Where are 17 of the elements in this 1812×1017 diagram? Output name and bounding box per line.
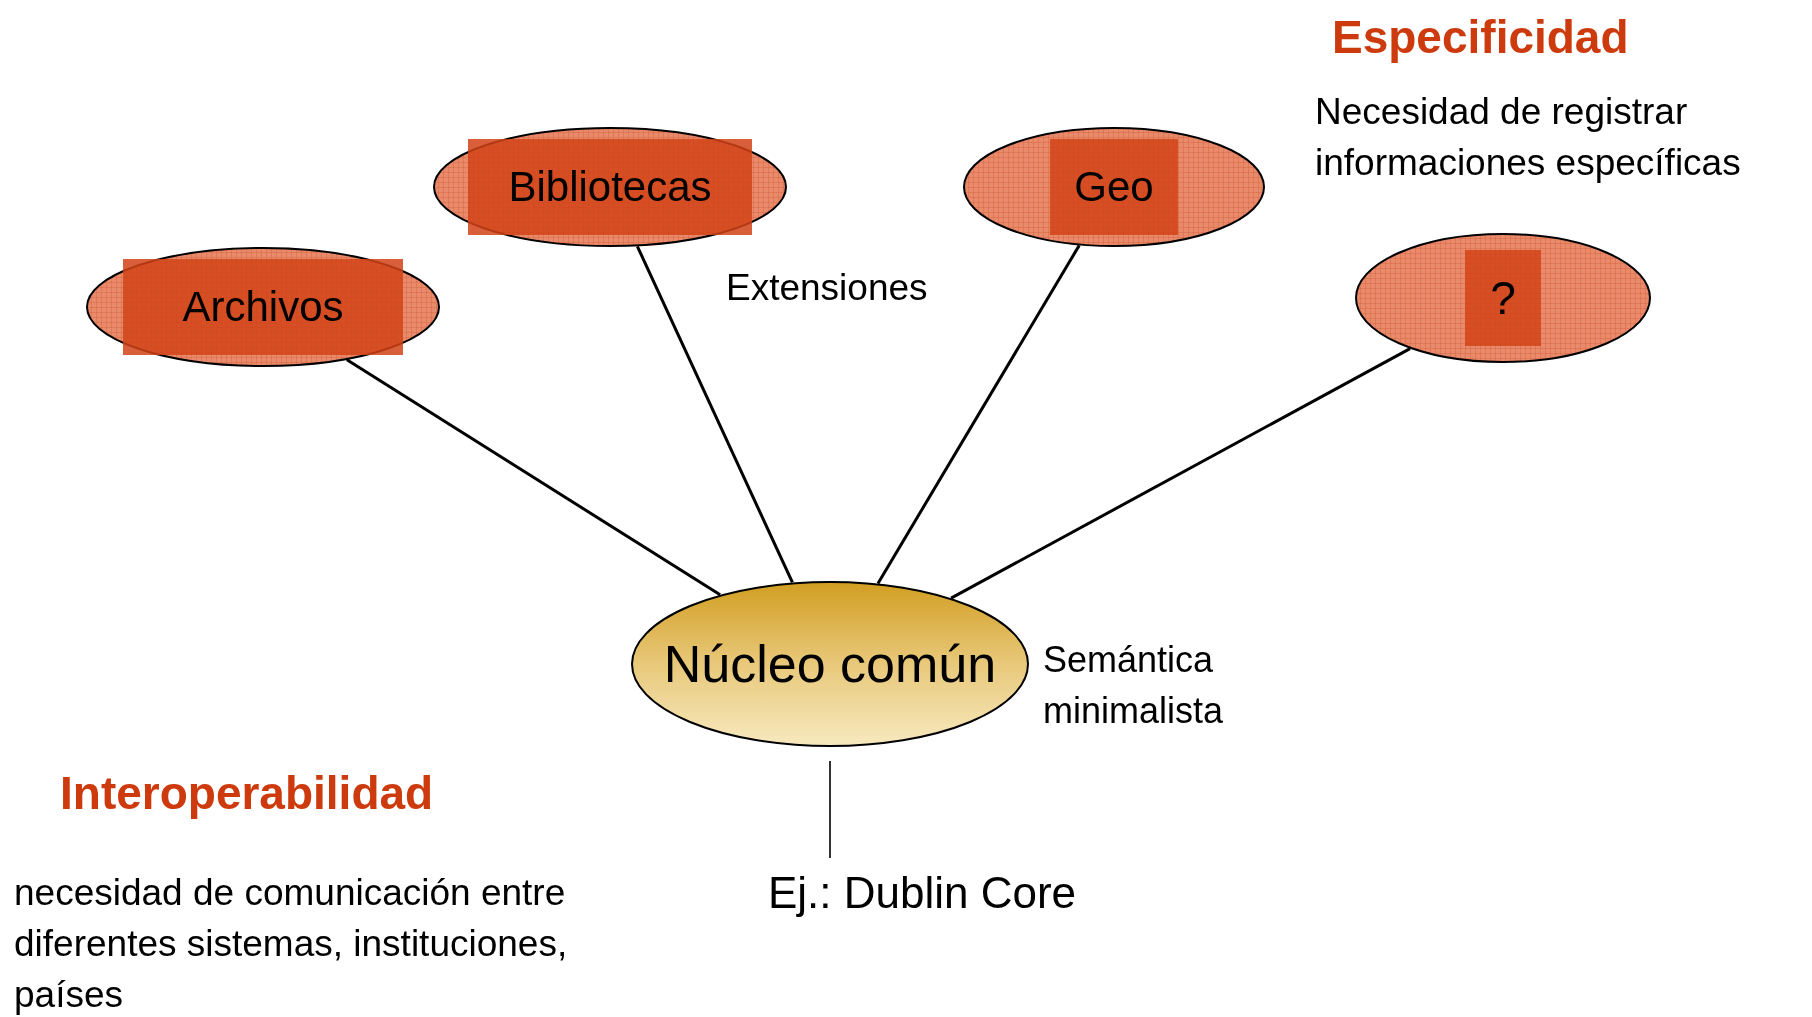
connector-line bbox=[950, 347, 1411, 600]
node-label: Geo bbox=[1074, 163, 1154, 211]
node-note: Semántica minimalista bbox=[1043, 638, 1225, 733]
example-text: Ej.: Dublin Core bbox=[767, 868, 1077, 918]
node-label: Núcleo común bbox=[663, 634, 997, 694]
connector-line bbox=[829, 760, 831, 859]
annotation-text: Extensiones bbox=[726, 266, 928, 310]
section-heading: Especificidad bbox=[1332, 10, 1629, 65]
connector-line bbox=[635, 245, 794, 584]
connector-line bbox=[876, 244, 1081, 585]
node-label: Bibliotecas bbox=[508, 163, 712, 211]
description-text: Necesidad de registrar informaciones específicas bbox=[1315, 90, 1742, 186]
node-label: ? bbox=[1490, 271, 1516, 325]
node-label: Archivos bbox=[182, 283, 344, 331]
section-heading: Interoperabilidad bbox=[60, 766, 434, 821]
connector-line bbox=[346, 358, 721, 597]
description-text: necesidad de comunicación entre diferentes sistemas, instituciones, países bbox=[14, 871, 569, 1017]
